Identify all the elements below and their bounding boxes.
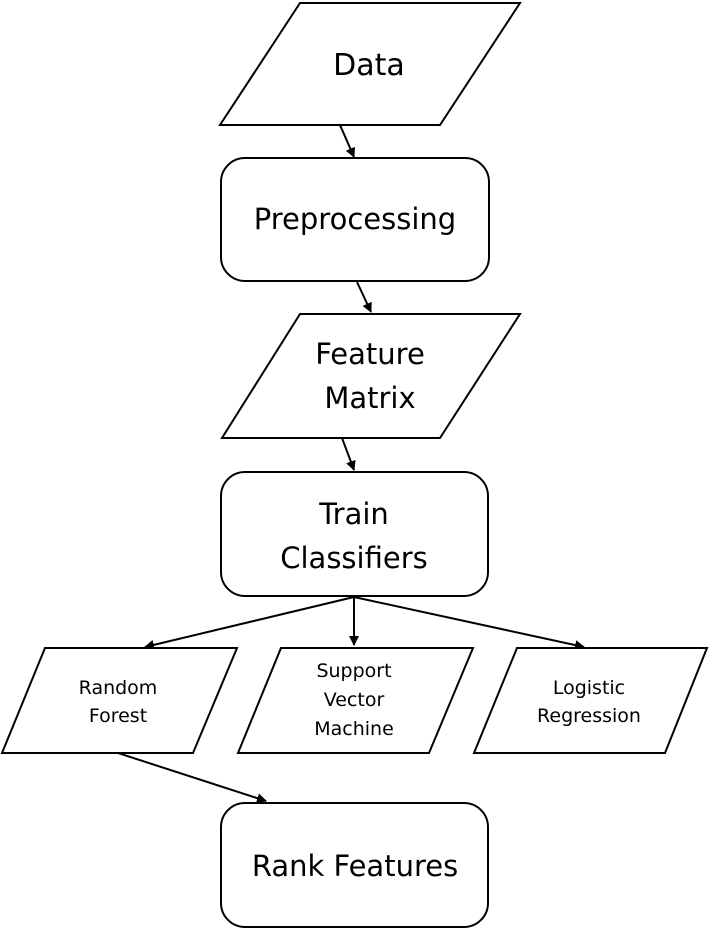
node-preprocessing: Preprocessing	[220, 157, 490, 282]
random-forest-label-line-2: Forest	[89, 705, 147, 727]
edge-train-to-logistic-regression	[353, 596, 585, 650]
logistic-regression-parallelogram	[472, 647, 709, 754]
feature-matrix-label-line-1: Feature	[315, 337, 425, 371]
data-parallelogram	[218, 2, 522, 126]
svm-label-line-2: Vector	[324, 689, 385, 711]
node-logistic-regression: Logistic Regression	[472, 647, 709, 754]
svm-parallelogram	[236, 647, 475, 754]
preprocessing-label: Preprocessing	[254, 202, 456, 236]
feature-matrix-parallelogram	[220, 313, 522, 439]
edge-preprocessing-to-feature-matrix	[356, 281, 372, 313]
edge-feature-matrix-to-train-classifiers	[341, 437, 356, 471]
rank-features-box	[220, 802, 489, 928]
edge-random-forest-to-rank-features	[117, 752, 267, 803]
node-feature-matrix: Feature Matrix	[220, 313, 522, 439]
edge-data-to-preprocessing	[339, 124, 355, 158]
logistic-regression-label-line-2: Regression	[537, 705, 641, 727]
rank-features-label: Rank Features	[252, 849, 458, 883]
node-svm: Support Vector Machine	[236, 647, 475, 754]
train-classifiers-box	[220, 471, 489, 597]
feature-matrix-label-line-2: Matrix	[324, 381, 415, 415]
edges	[117, 124, 585, 803]
logistic-regression-label-line-1: Logistic	[553, 677, 625, 699]
svm-label-line-1: Support	[316, 660, 391, 682]
random-forest-label-line-1: Random	[79, 677, 158, 699]
node-data: Data	[218, 2, 522, 126]
train-classifiers-label-line-2: Classifiers	[280, 541, 428, 575]
svm-label-line-3: Machine	[314, 718, 394, 740]
node-train-classifiers: Train Classifiers	[220, 471, 489, 597]
preprocessing-box	[220, 157, 490, 282]
edge-train-to-random-forest	[144, 596, 355, 650]
random-forest-parallelogram	[0, 647, 239, 754]
node-rank-features: Rank Features	[220, 802, 489, 928]
train-classifiers-label-line-1: Train	[318, 497, 389, 531]
node-random-forest: Random Forest	[0, 647, 239, 754]
data-label: Data	[333, 48, 405, 83]
